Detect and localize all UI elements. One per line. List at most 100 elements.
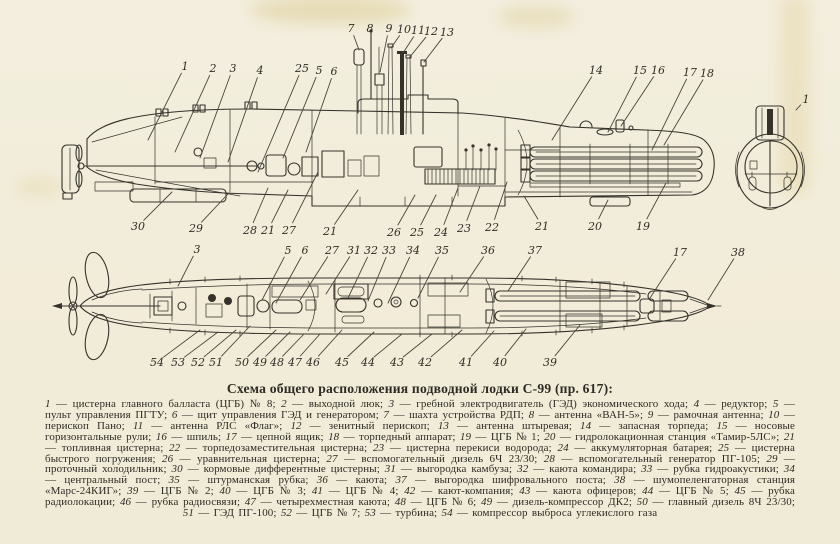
leader-line	[227, 77, 258, 163]
propeller-hub	[68, 301, 78, 311]
leader-line	[795, 104, 802, 111]
leader-line	[261, 256, 285, 301]
masts	[353, 29, 427, 135]
leader-line	[221, 325, 251, 357]
callout-3: 3	[230, 62, 237, 75]
legend-item-number: 16	[155, 430, 167, 443]
figure-legend: 1 — цистерна главного балласта (ЦГБ) № 8…	[45, 398, 796, 520]
legend-item-number: 10	[768, 408, 780, 421]
leader-line	[282, 76, 317, 159]
callout-43: 43	[389, 356, 404, 369]
callout-29: 29	[188, 222, 203, 235]
leader-line	[598, 199, 609, 220]
stern-spinner	[52, 303, 62, 309]
callout-21: 21	[260, 224, 275, 237]
callout-46: 46	[305, 356, 320, 369]
callout-37: 37	[528, 244, 542, 257]
leader-line	[282, 333, 305, 357]
callout-51: 51	[209, 356, 223, 369]
callout-21: 21	[322, 225, 337, 238]
main-motor	[271, 299, 303, 314]
leader-line	[402, 333, 433, 358]
callout-24: 24	[433, 226, 448, 239]
leader-line	[408, 36, 427, 59]
callout-35: 35	[435, 244, 449, 257]
conning-tower	[357, 94, 459, 115]
machinery	[153, 281, 672, 328]
leader-line	[373, 333, 403, 358]
legend-item-number: 23	[372, 441, 385, 454]
keel-section	[759, 205, 781, 210]
leader-line	[271, 189, 289, 224]
capstan	[615, 119, 625, 133]
legend-item-number: 54	[441, 507, 453, 520]
legend-item-number: 31	[384, 463, 396, 476]
callout-10: 10	[397, 23, 411, 36]
legend-item-number: 36	[316, 474, 328, 487]
legend-text: 1 — цистерна главного балласта (ЦГБ) № 8…	[45, 398, 796, 520]
rdp-snorkel-head	[353, 48, 365, 66]
callout-45: 45	[334, 356, 349, 369]
callout-19: 19	[636, 220, 650, 233]
callout-36: 36	[481, 244, 495, 257]
leader-line	[554, 324, 581, 357]
legend-item-number: 33	[641, 463, 653, 476]
legend-item-number: 47	[244, 496, 256, 509]
callout-8: 8	[367, 22, 374, 35]
callout-15: 15	[633, 64, 647, 77]
legend-item-number: 30	[171, 463, 183, 476]
legend-item-number: 15	[716, 419, 728, 432]
leader-line	[147, 72, 182, 141]
stern-fin-upper	[84, 251, 110, 299]
callout-52: 52	[191, 356, 205, 369]
propeller-blade	[68, 306, 78, 336]
leader-line	[257, 74, 300, 173]
zenith-periscope-top	[405, 54, 412, 59]
propeller-blade	[68, 276, 78, 306]
legend-item-number: 29	[766, 452, 778, 465]
leader-line	[551, 76, 593, 141]
callout-27: 27	[281, 224, 296, 237]
legend-item-number: 46	[119, 496, 132, 509]
callout-6: 6	[302, 244, 309, 257]
leader-line	[443, 187, 459, 225]
legend-item-number: 48	[394, 496, 406, 509]
legend-item-number: 38	[614, 474, 626, 487]
leader-line	[459, 256, 485, 293]
leader-line	[466, 185, 481, 221]
legend-item-number: 50	[636, 496, 648, 509]
figure-title: Схема общего расположения подводной лодк…	[226, 381, 614, 396]
legend-item-number: 19	[459, 430, 472, 443]
legend-item-number: 42	[404, 485, 416, 498]
torpedo-tubes	[485, 288, 722, 324]
leader-line	[470, 330, 495, 357]
leader-line	[390, 35, 400, 49]
leader-line	[494, 181, 508, 220]
leader-line	[397, 194, 416, 226]
leader-line	[607, 76, 637, 133]
legend-item-number: 37	[395, 474, 407, 487]
leader-line	[417, 256, 439, 299]
leader-line	[275, 256, 302, 304]
legend-item-number: 4	[693, 398, 700, 410]
legend-item-number: 44	[642, 485, 654, 498]
legend-item-number: 3	[388, 398, 395, 410]
callout-48: 48	[269, 356, 284, 369]
leader-line	[203, 329, 237, 358]
legend-item-number: 22	[169, 441, 181, 454]
leader-line	[649, 258, 677, 299]
leader-line	[143, 191, 173, 221]
leader-line	[651, 78, 687, 151]
callout-28: 28	[242, 224, 257, 237]
callout-6: 6	[331, 65, 338, 78]
callout-27: 27	[324, 244, 339, 257]
leader-line	[334, 189, 359, 225]
callout-25: 25	[294, 62, 309, 75]
callout-7: 7	[348, 22, 355, 35]
propeller-blade	[75, 144, 83, 162]
callout-39: 39	[543, 356, 557, 369]
callout-1: 1	[803, 93, 810, 106]
propeller-blade	[75, 170, 83, 188]
leader-line	[299, 256, 329, 301]
